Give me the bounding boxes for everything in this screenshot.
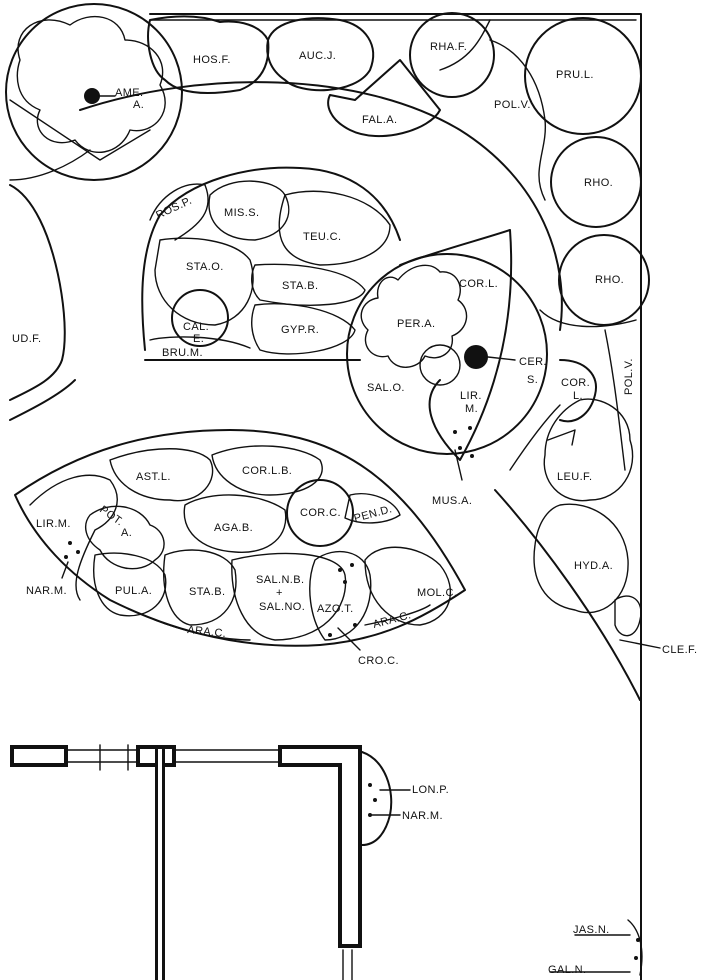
garden-boundary xyxy=(149,13,642,980)
label-lir-m-upper: LIR. xyxy=(460,390,482,402)
label-sta-b-lower: STA.B. xyxy=(189,586,225,598)
label-cor-l-right: COR. xyxy=(561,377,590,389)
label-hos-f: HOS.F. xyxy=(193,54,231,66)
label-fal-a: FAL.A. xyxy=(362,114,397,126)
central-round-bed xyxy=(141,166,548,481)
label-cle-f: CLE.F. xyxy=(662,644,697,656)
label-cor-lb: COR.L.B. xyxy=(242,465,292,477)
label-auc-j: AUC.J. xyxy=(299,50,336,62)
label-cal-e: CAL. xyxy=(183,321,209,333)
label-rha-f: RHA.F. xyxy=(430,41,467,53)
label-nar-m-house: NAR.M. xyxy=(402,810,443,822)
label-teu-c: TEU.C. xyxy=(303,231,341,243)
lawn-edges xyxy=(9,81,641,701)
top-shrub-row xyxy=(147,12,547,201)
label-ara-c-1: ARA.C. xyxy=(187,624,227,640)
label-rho-2: RHO. xyxy=(595,274,624,286)
house-walls xyxy=(10,744,411,980)
label-bru-m: BRU.M. xyxy=(162,347,203,359)
label-lir-m-lower: LIR.M. xyxy=(36,518,71,530)
label-cer-s-2: S. xyxy=(527,374,538,386)
label-sta-b-upper: STA.B. xyxy=(282,280,318,292)
lower-bed xyxy=(14,429,466,651)
label-cro-c: CRO.C. xyxy=(358,655,399,667)
label-ame-a-2: A. xyxy=(133,99,144,111)
label-sal-n-plus: + xyxy=(276,587,283,599)
label-pol-v-top: POL.V. xyxy=(494,99,531,111)
label-pol-v-side: POL.V. xyxy=(623,358,635,395)
label-ud-f: UD.F. xyxy=(12,333,42,345)
label-lon-p: LON.P. xyxy=(412,784,449,796)
label-sal-o: SAL.O. xyxy=(367,382,405,394)
label-gal-n: GAL.N. xyxy=(548,964,586,976)
label-pot-a: POT. xyxy=(97,504,125,529)
label-pot-a-2: A. xyxy=(121,527,132,539)
label-cal-e-2: E. xyxy=(193,333,204,345)
label-pul-a: PUL.A. xyxy=(115,585,152,597)
label-jas-n: JAS.N. xyxy=(573,924,610,936)
label-mol-c: MOL.C. xyxy=(417,587,457,599)
label-azo-t: AZO.T. xyxy=(317,603,354,615)
label-lir-m-upper-2: M. xyxy=(465,403,478,415)
bottom-right-climbers xyxy=(549,919,643,976)
label-mis-s: MIS.S. xyxy=(224,207,259,219)
label-hyd-a: HYD.A. xyxy=(574,560,613,572)
tree-ame-a xyxy=(5,3,183,181)
label-cer-s: CER. xyxy=(519,356,547,368)
label-ara-c-2: ARA.C. xyxy=(372,609,413,631)
label-ame-a: AME. xyxy=(115,87,144,99)
label-nar-m-lower: NAR.M. xyxy=(26,585,67,597)
corner-bed xyxy=(533,359,661,649)
label-sal-no: SAL.NO. xyxy=(259,601,305,613)
label-ros-p: ROS.P. xyxy=(154,195,194,222)
label-mus-a: MUS.A. xyxy=(432,495,472,507)
label-cor-c: COR.C. xyxy=(300,507,341,519)
label-cor-l-right-2: L. xyxy=(573,390,583,402)
label-aga-b: AGA.B. xyxy=(214,522,253,534)
label-rho-1: RHO. xyxy=(584,177,613,189)
label-cor-l-upper: COR.L. xyxy=(459,278,498,290)
label-sal-n-b: SAL.N.B. xyxy=(256,574,304,586)
label-pen-d: PEN.D. xyxy=(353,503,394,525)
label-sta-o: STA.O. xyxy=(186,261,224,273)
right-trees xyxy=(524,17,650,471)
label-per-a: PER.A. xyxy=(397,318,435,330)
label-leu-f: LEU.F. xyxy=(557,471,592,483)
label-gyp-r: GYP.R. xyxy=(281,324,319,336)
label-ast-l: AST.L. xyxy=(136,471,171,483)
label-pru-l: PRU.L. xyxy=(556,69,594,81)
